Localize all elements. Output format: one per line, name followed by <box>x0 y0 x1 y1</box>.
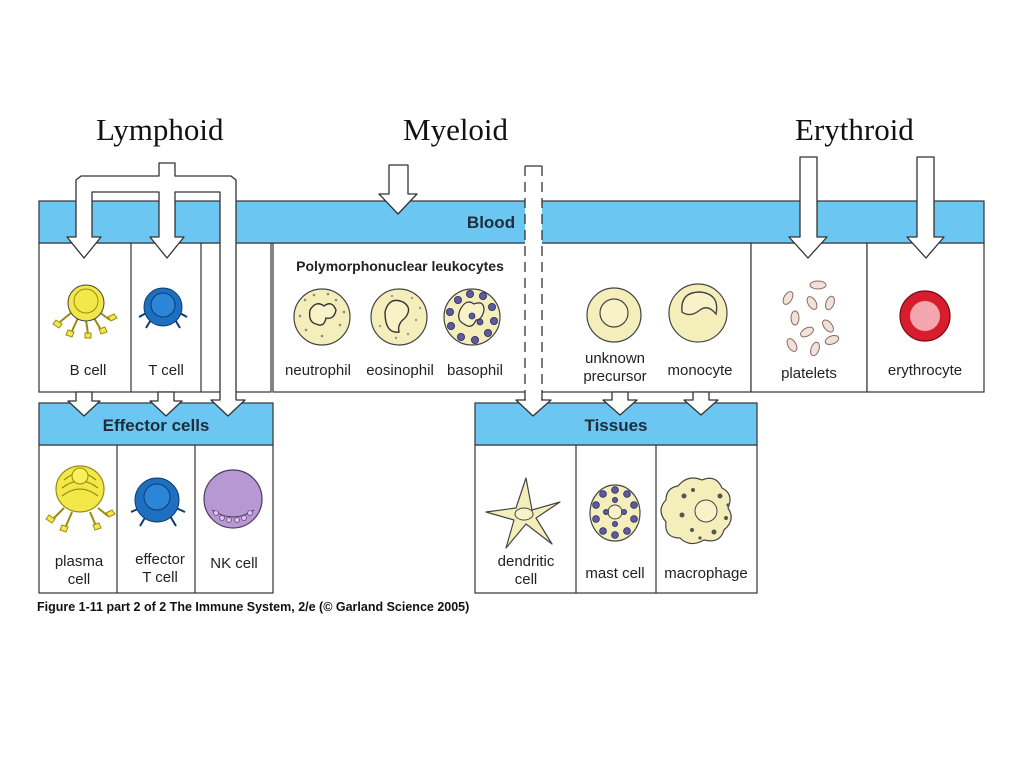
neutrophil-label: neutrophil <box>285 362 351 379</box>
mast-cell-label: mast cell <box>585 565 645 582</box>
basophil-label: basophil <box>447 362 503 379</box>
precursor-to-mast-arrow <box>602 391 638 416</box>
neutrophil-icon <box>293 288 351 346</box>
platelets-label: platelets <box>781 365 837 382</box>
effector-t-cell-label: effector T cell <box>135 551 185 586</box>
monocyte-label: monocyte <box>667 362 733 379</box>
macrophage-label: macrophage <box>664 565 748 582</box>
eosinophil-icon <box>370 288 428 346</box>
figure-caption: Figure 1-11 part 2 of 2 The Immune Syste… <box>37 600 470 614</box>
unknown-precursor-icon <box>586 287 642 343</box>
mast-cell-icon <box>589 484 641 542</box>
eosinophil-label: eosinophil <box>366 362 434 379</box>
b-to-plasma-arrow <box>67 391 101 417</box>
erythroid-heading: Erythroid <box>795 112 914 147</box>
plasma-cell-label: plasma cell <box>54 553 104 588</box>
platelets-icon <box>782 280 840 357</box>
dendritic-dashed-arrow <box>515 165 552 417</box>
t-cell-icon <box>138 287 188 329</box>
b-cell-icon <box>52 284 118 339</box>
monocyte-to-macrophage-arrow <box>683 391 719 416</box>
effector-t-cell-icon <box>130 477 186 527</box>
basophil-icon <box>443 288 501 346</box>
lymphoid-heading: Lymphoid <box>96 112 224 147</box>
plasma-cell-icon <box>45 465 116 533</box>
t-to-effector-arrow <box>149 391 183 417</box>
dendritic-cell-icon <box>485 477 561 549</box>
dendritic-cell-label: dendritic cell <box>497 553 555 588</box>
monocyte-icon <box>668 283 728 343</box>
myeloid-heading: Myeloid <box>403 112 509 147</box>
myeloid-down-arrow <box>378 164 418 215</box>
t-cell-label: T cell <box>148 362 184 379</box>
blood-title: Blood <box>466 213 516 232</box>
erythrocyte-down-arrow <box>906 156 945 259</box>
erythrocyte-label: erythrocyte <box>887 362 963 379</box>
platelet-down-arrow <box>788 156 828 259</box>
pmn-heading: Polymorphonuclear leukocytes <box>296 258 504 274</box>
erythrocyte-icon <box>899 290 951 342</box>
b-cell-label: B cell <box>69 362 107 379</box>
nk-cell-icon <box>203 469 263 529</box>
nk-cell-label: NK cell <box>210 555 258 572</box>
macrophage-icon <box>660 477 732 545</box>
blood-bar <box>38 200 985 244</box>
effector-cells-title: Effector cells <box>102 416 210 435</box>
unknown-precursor-label: unknown precursor <box>583 350 647 385</box>
tissues-title: Tissues <box>584 416 648 435</box>
lymphoid-branch-arrow <box>66 162 246 417</box>
